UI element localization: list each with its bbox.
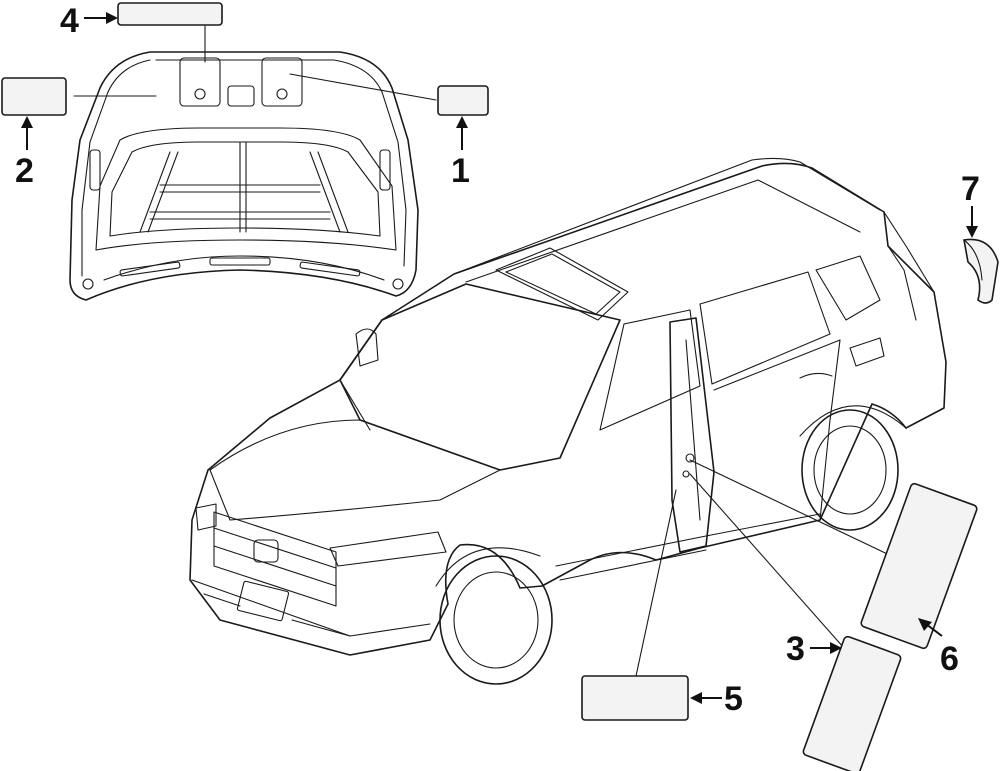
label-4 (117, 2, 223, 26)
callout-5: 5 (724, 680, 743, 718)
hood-illustration (69, 51, 419, 301)
vehicle-illustration (189, 157, 947, 685)
label-1 (437, 85, 489, 116)
callout-7: 7 (961, 170, 980, 208)
label-7-piece (963, 238, 999, 304)
label-6 (860, 482, 978, 650)
callout-4: 4 (60, 2, 79, 40)
callout-3: 3 (786, 630, 805, 668)
label-5 (581, 675, 689, 721)
label-3 (802, 635, 902, 771)
callout-1: 1 (451, 152, 470, 190)
callout-2: 2 (15, 152, 34, 190)
callout-6: 6 (940, 640, 959, 678)
label-2 (1, 77, 67, 116)
